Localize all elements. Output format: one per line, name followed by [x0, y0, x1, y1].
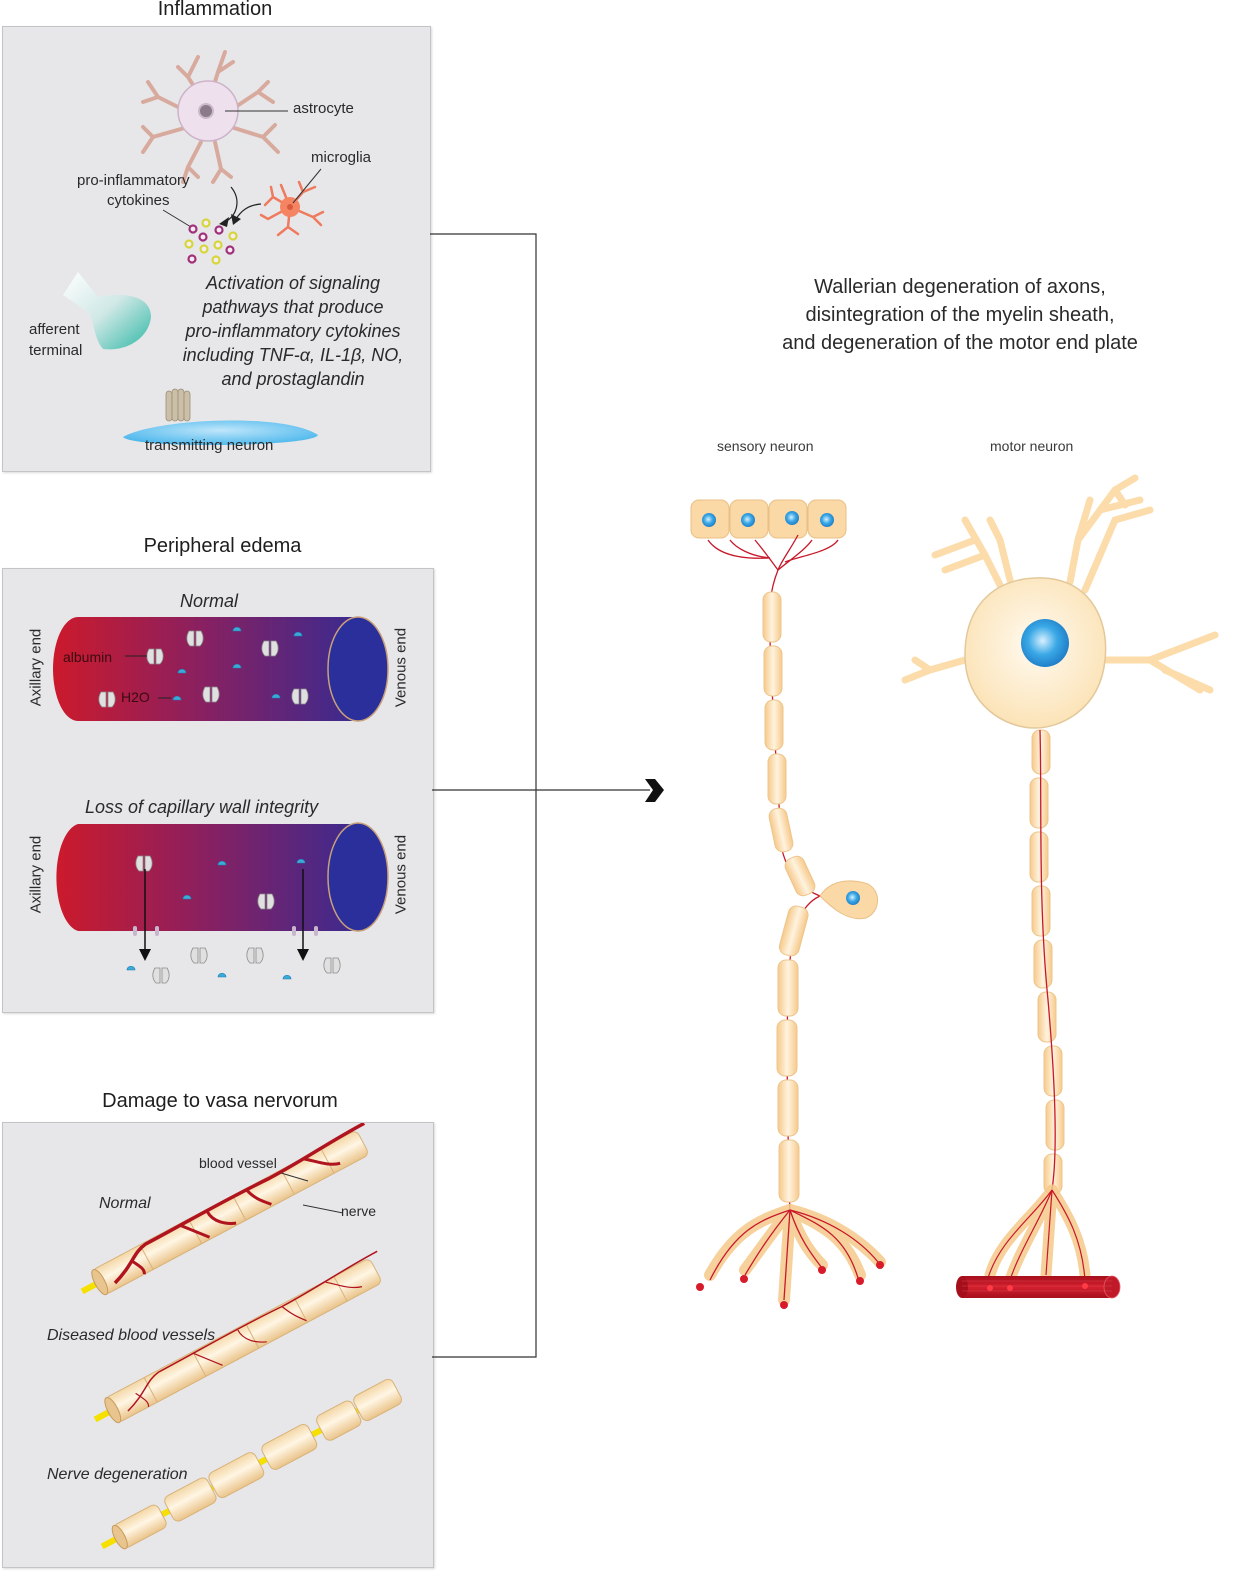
muscle-fiber-icon — [956, 1275, 1121, 1299]
vasa-stage-normal: Normal — [99, 1195, 151, 1212]
sensory-neuron-label: sensory neuron — [717, 438, 814, 454]
description-line: including TNF-α, IL-1β, NO, — [182, 345, 404, 365]
nerve-degenerated-icon — [100, 1378, 402, 1550]
nucleus-icon — [785, 511, 799, 525]
cytokines-label-line2: cytokines — [107, 192, 170, 209]
terminal-dots — [696, 1261, 884, 1309]
vasa-panel: blood vessel nerve Normal Diseased blood… — [2, 1122, 434, 1568]
motor-neuron-icon — [901, 474, 1219, 1299]
result-title-line: disintegration of the myelin sheath, — [805, 304, 1115, 326]
motor-neuron-label: motor neuron — [990, 438, 1074, 454]
vasa-title: Damage to vasa nervorum — [102, 1090, 338, 1112]
nucleus-icon — [846, 891, 860, 905]
sensory-neuron-icon — [690, 499, 886, 1309]
edema-normal-caption: Normal — [180, 591, 239, 611]
cytokines-icon — [184, 218, 238, 265]
vasa-stage-degeneration: Nerve degeneration — [47, 1466, 188, 1483]
inflammation-illustration — [63, 50, 325, 446]
transmitting-neuron-label: transmitting neuron — [145, 437, 274, 454]
edema-title: Peripheral edema — [143, 535, 302, 557]
nerve-label: nerve — [341, 1203, 377, 1219]
description-line: pro-inflammatory cytokines — [185, 321, 401, 341]
albumin-label: albumin — [63, 649, 113, 665]
capillary-normal-icon — [53, 616, 389, 722]
myelin-segments — [762, 591, 816, 1203]
cytokines-label-line1: pro-inflammatory — [77, 172, 190, 189]
result-title: Wallerian degeneration of axons, disinte… — [740, 273, 1180, 357]
result-title-line: Wallerian degeneration of axons, — [814, 276, 1106, 298]
nucleus-icon — [820, 513, 834, 527]
nucleus-icon — [1021, 619, 1069, 667]
inflammation-title: Inflammation — [157, 0, 273, 20]
nucleus-icon — [741, 513, 755, 527]
inflammation-description: Activation of signaling pathways that pr… — [163, 271, 423, 391]
vasa-illustration — [80, 1123, 402, 1550]
water-label: H2O — [121, 689, 150, 705]
description-line: and prostaglandin — [221, 369, 365, 389]
afferent-terminal-icon — [63, 272, 151, 350]
dendrites — [901, 474, 1219, 694]
microglia-label: microglia — [311, 149, 372, 166]
afferent-label-line2: terminal — [29, 342, 83, 359]
receptor-icon — [165, 388, 191, 422]
nerve-normal-icon — [80, 1123, 368, 1296]
capillary-leaky-icon — [56, 822, 389, 984]
edema-panel: Normal Axillary end Venous end albumin H… — [2, 568, 434, 1013]
myelin-segments — [1029, 729, 1065, 1195]
blood-vessel-label: blood vessel — [199, 1155, 277, 1171]
afferent-label-line1: afferent — [29, 321, 80, 338]
astrocyte-label: astrocyte — [293, 100, 354, 117]
description-line: pathways that produce — [202, 297, 384, 317]
nucleus-icon — [702, 513, 716, 527]
edema-illustration — [53, 616, 389, 984]
transmitting-neuron-icon — [123, 420, 318, 446]
blood-vessel-icon — [113, 1123, 366, 1285]
nerve-diseased-icon — [93, 1250, 381, 1424]
edema-loss-caption: Loss of capillary wall integrity — [85, 797, 319, 817]
description-line: Activation of signaling — [205, 273, 381, 293]
capillary-gap-icon — [133, 926, 318, 936]
result-title-line: and degeneration of the motor end plate — [782, 332, 1138, 354]
vasa-stage-diseased: Diseased blood vessels — [47, 1327, 216, 1344]
